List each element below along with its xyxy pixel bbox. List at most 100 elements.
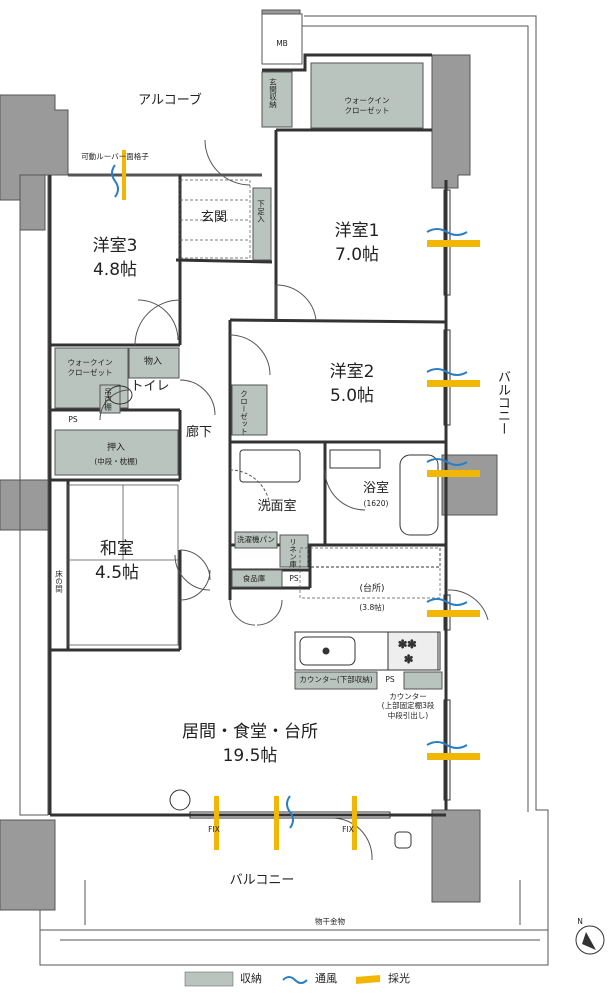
door-toilet bbox=[179, 379, 216, 416]
kitchen-fixtures: ✻✻ ✻ bbox=[294, 544, 441, 671]
washer-pan-label: 洗濯機パン bbox=[237, 535, 275, 544]
louver-label: 可動ルーバー面格子 bbox=[81, 152, 149, 161]
lighting-arrows bbox=[122, 150, 480, 850]
legend-symbols bbox=[184, 971, 380, 987]
wash-basin bbox=[239, 449, 301, 483]
washitsu-size: 4.5帖 bbox=[94, 563, 140, 583]
legend-lighting-icon bbox=[356, 975, 380, 984]
western1-size: 7.0帖 bbox=[334, 245, 380, 265]
kitchen-size: (3.8帖) bbox=[359, 603, 385, 612]
bathroom-fixtures bbox=[107, 385, 439, 536]
pipe-space-icon bbox=[169, 789, 191, 811]
kitchen-counter bbox=[294, 631, 441, 671]
ps-label-3: PS bbox=[385, 675, 395, 684]
hanging-cabinet-label: 吊戸棚 bbox=[103, 388, 113, 411]
western1-name: 洋室1 bbox=[334, 221, 380, 241]
balcony-right-label: バルコニー bbox=[495, 370, 510, 435]
exterior-walls bbox=[0, 9, 498, 911]
closet-label: クローゼット bbox=[239, 390, 249, 435]
washitsu-name: 和室 bbox=[100, 539, 134, 559]
stove-icon bbox=[387, 631, 439, 671]
storage-mono-fill bbox=[128, 347, 180, 379]
oshiire-note: (中段・枕棚) bbox=[94, 457, 138, 466]
entrance-tiles bbox=[179, 179, 441, 599]
tatami bbox=[67, 484, 179, 646]
door-pantry-2 bbox=[256, 599, 283, 626]
counter-note-label: カウンター (上部固定棚3段 中段引出し) bbox=[381, 692, 435, 720]
doors bbox=[99, 139, 489, 861]
walkin-closet-1-fill bbox=[310, 62, 424, 129]
oshiire-label: 押入 bbox=[106, 443, 126, 453]
corridor-label: 廊下 bbox=[185, 425, 213, 440]
compass-icon bbox=[575, 925, 605, 955]
pantry-fill bbox=[231, 569, 283, 588]
fix-label-2: FIX bbox=[342, 825, 354, 834]
door-entrance bbox=[204, 139, 251, 186]
fix-label-1: FIX bbox=[208, 825, 220, 834]
western2-name: 洋室2 bbox=[329, 362, 375, 382]
entrance-storage-fill bbox=[261, 71, 293, 128]
drain-icon bbox=[322, 647, 330, 655]
storage-mono-label: 物入 bbox=[143, 357, 163, 367]
western3-size: 4.8帖 bbox=[92, 260, 138, 280]
toilet-bowl-icon bbox=[107, 385, 133, 405]
alcove-label: アルコーブ bbox=[138, 93, 202, 108]
western2-size: 5.0帖 bbox=[329, 386, 375, 406]
door-western1 bbox=[275, 284, 317, 321]
counter-note-fill bbox=[403, 671, 443, 690]
door-washroom bbox=[229, 469, 271, 511]
door-bath bbox=[324, 469, 366, 511]
legend-storage-swatch bbox=[184, 971, 234, 987]
ps-label-1: PS bbox=[68, 415, 78, 424]
door-washitsu bbox=[179, 549, 211, 581]
pantry-label: 食品庫 bbox=[242, 574, 266, 583]
walkin-closet-1-label: ウォークイン クローゼット bbox=[344, 96, 390, 115]
legend-ventilation: 通風 bbox=[315, 972, 337, 985]
bath-shelf bbox=[329, 449, 381, 469]
washer-pan-fill bbox=[234, 531, 278, 549]
oshiire-fill bbox=[54, 429, 179, 476]
entrance-storage-label: 玄関収納 bbox=[268, 78, 278, 108]
legend-ventilation-icon bbox=[282, 976, 308, 984]
window-kitchen bbox=[447, 589, 489, 621]
washroom-label: 洗面室 bbox=[257, 499, 297, 514]
hanging-cabinet-fill bbox=[99, 384, 121, 414]
bathroom-label: 浴室 bbox=[362, 481, 390, 496]
interior-walls bbox=[48, 53, 448, 817]
shoe-storage-label: 下足入 bbox=[256, 200, 266, 223]
legend-lighting: 採光 bbox=[388, 972, 410, 985]
closet-fill bbox=[231, 384, 268, 436]
north-label: N bbox=[577, 917, 583, 926]
ldk-name: 居間・食堂・台所 bbox=[182, 722, 318, 742]
storage-areas bbox=[54, 62, 443, 690]
balcony-drain-icon bbox=[394, 831, 412, 849]
tokonoma-label: 床の間 bbox=[54, 570, 64, 593]
ldk-size: 19.5帖 bbox=[222, 746, 278, 766]
balcony-outline bbox=[39, 15, 549, 966]
door-toilet-2 bbox=[99, 389, 131, 421]
kitchen-name: (台所) bbox=[359, 584, 385, 594]
linen-fill bbox=[279, 534, 309, 568]
sink-icon bbox=[299, 636, 356, 666]
door-western3 bbox=[134, 299, 181, 346]
door-hall bbox=[137, 299, 179, 341]
ventilation-arrows bbox=[111, 164, 468, 829]
western3-name: 洋室3 bbox=[92, 236, 138, 256]
balcony-bottom-label: バルコニー bbox=[229, 873, 295, 888]
door-pantry bbox=[229, 599, 256, 626]
counter-lower-label: カウンター(下部収納) bbox=[299, 675, 373, 684]
burner-icon: ✻ bbox=[404, 653, 413, 666]
mb-label: MB bbox=[276, 39, 288, 48]
bathtub-icon bbox=[399, 454, 439, 536]
door-western2 bbox=[229, 334, 271, 376]
drying-hardware-label: 物干金物 bbox=[315, 917, 345, 926]
toilet-label: トイレ bbox=[130, 379, 170, 394]
walkin-closet-2-label: ウォークイン クローゼット bbox=[67, 358, 113, 377]
door-washitsu-2 bbox=[179, 569, 211, 601]
legend-storage: 収納 bbox=[240, 972, 262, 985]
shoe-storage-fill bbox=[252, 187, 272, 261]
bath-size-label: (1620) bbox=[363, 499, 389, 508]
burner-icon: ✻✻ bbox=[398, 638, 416, 651]
